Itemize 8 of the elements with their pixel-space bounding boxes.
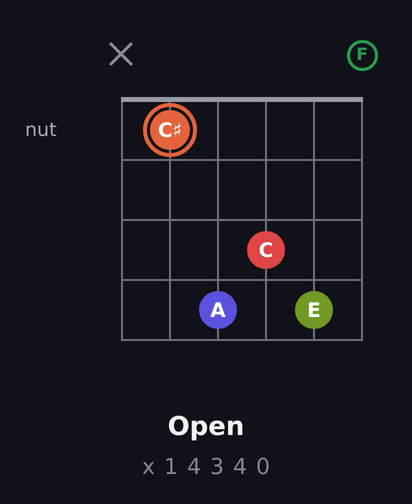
open-string-marker: F [346, 40, 378, 70]
root-note-dot: C♯ [143, 103, 197, 157]
part-label: nut [25, 121, 57, 140]
fingering-label: x 1 4 3 4 0 [142, 457, 270, 479]
finger-dot: A [199, 291, 237, 329]
chord-title: Open [168, 414, 244, 440]
finger-dot: E [295, 291, 333, 329]
finger-dot: C [247, 231, 285, 269]
